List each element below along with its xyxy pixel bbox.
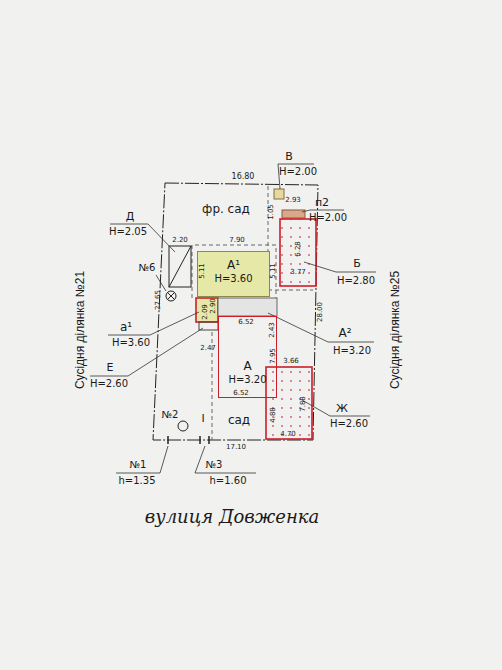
dimension-label: 7.95 bbox=[270, 348, 277, 364]
callout-label: h=1.60 bbox=[210, 476, 247, 486]
callout-label: №6 bbox=[139, 263, 156, 273]
manhole-symbol bbox=[178, 421, 188, 431]
shed-v bbox=[274, 189, 284, 199]
neighbour-label: Сусідня ділянка №21 bbox=[74, 271, 86, 389]
callout-label: H=2.60 bbox=[330, 419, 368, 429]
dimension-label: 1.05 bbox=[268, 204, 275, 220]
dimension-label: 2.90 bbox=[210, 298, 217, 314]
building-b bbox=[280, 219, 316, 286]
annex-a1 bbox=[196, 298, 218, 322]
dimension-label: 6.52 bbox=[233, 390, 249, 397]
dimension-label: 16.80 bbox=[232, 173, 255, 181]
callout-label: H=2.00 bbox=[309, 213, 347, 223]
dimension-label: 5.11 bbox=[199, 263, 206, 279]
dimension-label: 3.66 bbox=[283, 358, 299, 365]
callout-label: H=2.00 bbox=[279, 167, 317, 177]
dimension-label: 4.70 bbox=[280, 431, 296, 438]
leader-lines bbox=[90, 164, 376, 473]
callout-label: Е bbox=[107, 362, 114, 373]
callout-label: H=2.05 bbox=[109, 227, 147, 237]
shed-d bbox=[169, 246, 191, 287]
callout-label: А² bbox=[338, 327, 351, 339]
dimension-label: 6.52 bbox=[238, 319, 254, 326]
dimension-label: 2.47 bbox=[200, 345, 216, 352]
area-label: фр. сад bbox=[202, 203, 250, 215]
callout-label: H=3.60 bbox=[112, 338, 150, 348]
dimension-label: 2.09 bbox=[202, 304, 209, 320]
building-zh bbox=[266, 367, 312, 439]
callout-label: п2 bbox=[315, 197, 329, 208]
callout-label: h=1.35 bbox=[119, 476, 156, 486]
dimension-label: 6.28 bbox=[295, 241, 302, 257]
callout-label: В bbox=[285, 151, 293, 162]
callout-label: а¹ bbox=[120, 321, 132, 333]
building-height: H=3.60 bbox=[214, 273, 252, 286]
dimension-label: 7.90 bbox=[229, 237, 245, 244]
callout-label: №2 bbox=[162, 410, 179, 420]
callout-label: H=2.80 bbox=[337, 276, 375, 286]
dimension-label: 5.11 bbox=[270, 263, 277, 279]
dimension-label: 2.43 bbox=[269, 322, 276, 338]
canopy-p2 bbox=[282, 210, 305, 218]
dimension-label: 27.65 bbox=[155, 290, 162, 310]
building-height: H=3.20 bbox=[228, 374, 266, 387]
callout-label: Б bbox=[353, 258, 361, 269]
building-letter: А¹ bbox=[227, 258, 240, 273]
dimension-label: 2.93 bbox=[285, 197, 301, 204]
dimension-label: 28.00 bbox=[317, 302, 324, 322]
dimension-label: 4.88 bbox=[270, 407, 277, 423]
street-name: вулиця Довженка bbox=[145, 508, 320, 526]
callout-label: Ж bbox=[336, 403, 348, 414]
callout-label: Д bbox=[126, 211, 135, 222]
dimension-label: 2.20 bbox=[172, 237, 188, 244]
callout-label: №1 bbox=[130, 460, 147, 470]
neighbour-label: Сусідня ділянка №25 bbox=[389, 271, 401, 389]
callout-label: I bbox=[201, 413, 204, 424]
area-label: сад bbox=[228, 414, 250, 426]
callout-label: H=3.20 bbox=[333, 346, 371, 356]
building-a1: А¹H=3.60 bbox=[197, 251, 270, 297]
dimension-label: 7.88 bbox=[300, 396, 307, 412]
callout-label: H=2.60 bbox=[90, 379, 128, 389]
dimension-label: 3.77 bbox=[290, 269, 306, 276]
well-symbol bbox=[166, 291, 176, 301]
callout-label: №3 bbox=[206, 460, 223, 470]
dimension-label: 17.10 bbox=[226, 444, 246, 451]
building-letter: А bbox=[243, 359, 251, 374]
